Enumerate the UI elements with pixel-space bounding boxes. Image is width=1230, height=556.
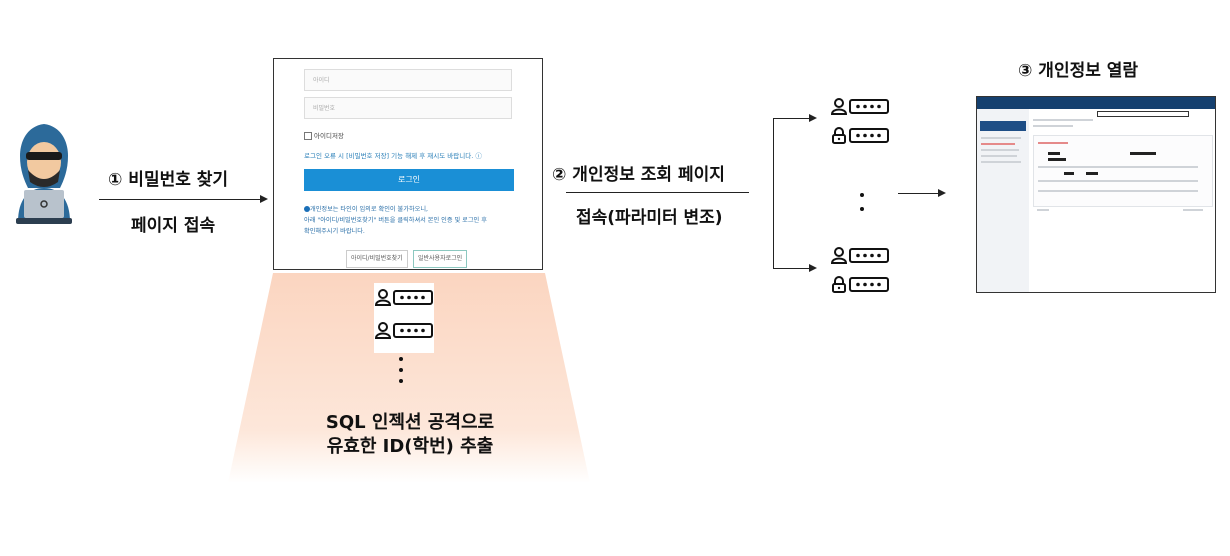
panel-line [1038, 166, 1198, 168]
panel-line [1038, 180, 1198, 182]
save-id-checkbox[interactable]: 아이디저장 [304, 130, 344, 140]
find-id-password-button[interactable]: 아이디/비밀번호찾기 [346, 250, 408, 268]
user-password-icon [375, 289, 433, 306]
sidebar-line [981, 155, 1017, 157]
sidebar-line [981, 137, 1021, 139]
login-button[interactable]: 로그인 [304, 169, 514, 191]
funnel-line1: SQL 인젝션 공격으로 [325, 412, 495, 433]
step2-divider [566, 192, 749, 193]
general-login-button[interactable]: 일반사용자로그인 [413, 250, 468, 268]
info-line1: 개인정보는 타인이 임의로 확인이 불가하오니, [310, 206, 428, 213]
personal-info-page-screenshot [976, 96, 1216, 293]
content-line [1033, 119, 1093, 121]
redacted-value [1048, 152, 1060, 155]
funnel-line2: 유효한 ID(학번) 추출 [326, 436, 494, 457]
user-password-icon [831, 247, 889, 264]
redacted-value [1064, 172, 1074, 175]
bracket-top-arrowhead [809, 114, 817, 122]
step3-title: ③ 개인정보 열람 [1018, 61, 1139, 81]
id-input[interactable]: 아이디 [304, 69, 512, 91]
privacy-info-text: 개인정보는 타인이 임의로 확인이 불가하오니, 아래 "아이디/비밀번호찾기"… [304, 204, 519, 237]
bracket-bottom-line [773, 268, 809, 269]
vertical-ellipsis [860, 193, 866, 211]
password-input[interactable]: 비밀번호 [304, 97, 512, 119]
portal-sidebar [977, 109, 1029, 292]
redacted-bar [1097, 111, 1189, 117]
checkbox-icon [304, 132, 312, 140]
step2-subtitle: 접속(파라미터 변조) [576, 208, 723, 228]
vertical-ellipsis [399, 357, 405, 383]
login-page-screenshot: 아이디 비밀번호 아이디저장 로그인 오류 시 [비밀번호 저장] 기능 해제 … [273, 58, 543, 270]
step1-title: ① 비밀번호 찾기 [108, 170, 229, 190]
funnel-caption: SQL 인젝션 공격으로 유효한 ID(학번) 추출 [300, 411, 520, 459]
redacted-value [1086, 172, 1098, 175]
step3-arrowhead [938, 189, 946, 197]
personal-info-panel [1033, 135, 1213, 207]
sidebar-line-active [981, 143, 1015, 145]
info-line2: 아래 "아이디/비밀번호찾기" 버튼을 클릭하셔서 본인 인증 및 로그인 후 [304, 217, 487, 224]
user-password-icon [831, 98, 889, 115]
user-password-icon [375, 322, 433, 339]
bracket-top-line [773, 118, 809, 119]
step2-title: ② 개인정보 조회 페이지 [552, 165, 725, 185]
bracket-bottom-arrowhead [809, 264, 817, 272]
step1-arrowhead [260, 195, 268, 203]
info-line3: 확인해주시기 바랍니다. [304, 228, 365, 235]
redacted-value [1048, 158, 1066, 161]
panel-line [1038, 142, 1068, 144]
save-id-label: 아이디저장 [314, 132, 344, 140]
footer-line [1037, 209, 1049, 211]
lock-password-icon [832, 276, 889, 293]
sidebar-line [981, 149, 1019, 151]
redacted-value [1130, 152, 1156, 155]
extraction-funnel [228, 273, 590, 483]
hacker-laptop-icon [16, 124, 72, 224]
sidebar-line [981, 161, 1021, 163]
panel-line [1038, 190, 1198, 192]
info-icon [304, 206, 310, 212]
footer-line [1183, 209, 1203, 211]
portal-header-bar [977, 97, 1215, 109]
step1-arrow-line [99, 199, 260, 200]
content-line [1033, 125, 1073, 127]
step1-subtitle: 페이지 접속 [131, 216, 216, 236]
login-error-notice: 로그인 오류 시 [비밀번호 저장] 기능 해제 후 재시도 바랍니다. ⓘ [304, 152, 482, 160]
lock-password-icon [832, 127, 889, 144]
step3-arrow-line [898, 193, 938, 194]
portal-sidebar-header [980, 121, 1026, 131]
bracket-vertical [773, 118, 774, 268]
extracted-credentials [374, 283, 434, 353]
